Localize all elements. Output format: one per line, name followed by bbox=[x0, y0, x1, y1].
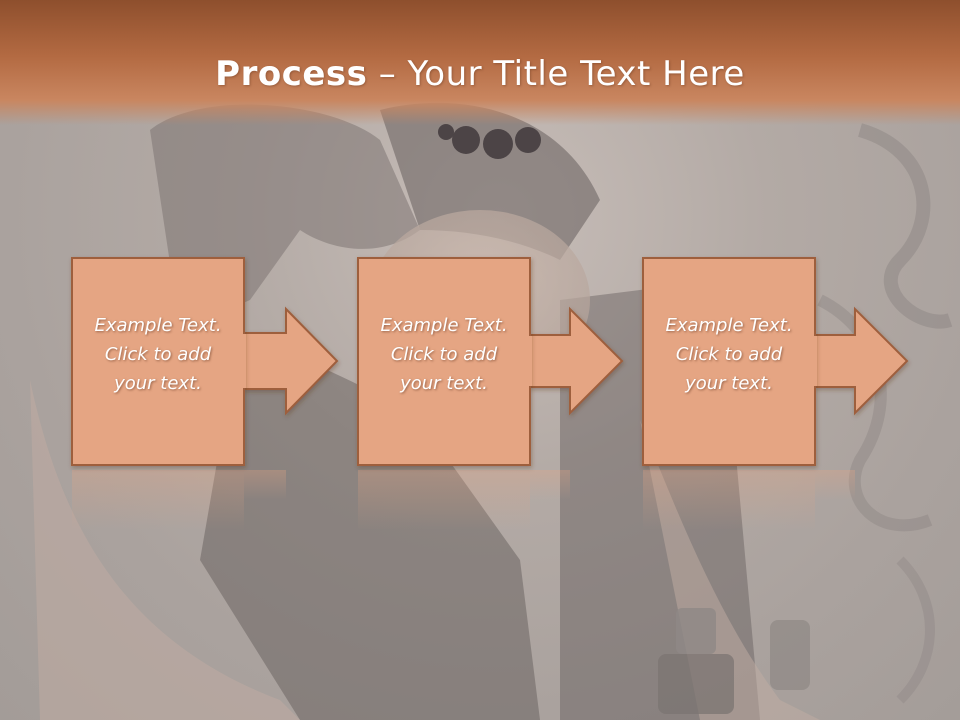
step-3-text[interactable]: Example Text. Click to add your text. bbox=[643, 311, 815, 398]
step-3-reflection bbox=[643, 470, 815, 530]
step-1-arrow bbox=[243, 306, 339, 416]
step-3-arrow bbox=[814, 306, 909, 416]
step-1-line-2: Click to add bbox=[104, 344, 212, 365]
step-3-line-3: your text. bbox=[685, 373, 773, 394]
title-bold: Process bbox=[215, 54, 368, 94]
step-1-arrow-reflection bbox=[244, 470, 286, 500]
step-2-line-2: Click to add bbox=[390, 344, 498, 365]
step-2-line-3: your text. bbox=[400, 373, 488, 394]
step-2-joint bbox=[528, 336, 532, 386]
step-1-line-1: Example Text. bbox=[94, 315, 222, 336]
step-3-line-1: Example Text. bbox=[665, 315, 793, 336]
step-1-text[interactable]: Example Text. Click to add your text. bbox=[72, 311, 244, 398]
step-2-text[interactable]: Example Text. Click to add your text. bbox=[358, 311, 530, 398]
title-bar bbox=[0, 0, 960, 125]
step-2-reflection bbox=[358, 470, 530, 530]
step-1-line-3: your text. bbox=[114, 373, 202, 394]
slide-title[interactable]: Process – Your Title Text Here bbox=[0, 52, 960, 96]
process-step-1[interactable] bbox=[71, 257, 339, 530]
step-3-joint bbox=[813, 336, 817, 386]
step-1-reflection bbox=[72, 470, 244, 530]
process-step-3[interactable] bbox=[642, 257, 909, 530]
title-rest: Your Title Text Here bbox=[407, 54, 745, 94]
step-2-box bbox=[357, 257, 531, 466]
step-2-line-1: Example Text. bbox=[380, 315, 508, 336]
process-step-2[interactable] bbox=[357, 257, 624, 530]
step-3-box bbox=[642, 257, 816, 466]
step-1-joint bbox=[242, 334, 246, 388]
step-1-box bbox=[71, 257, 245, 466]
step-3-line-2: Click to add bbox=[675, 344, 783, 365]
step-2-arrow bbox=[529, 306, 624, 416]
step-2-arrow-reflection bbox=[530, 470, 570, 500]
title-dash: – bbox=[367, 54, 408, 94]
step-3-arrow-reflection bbox=[815, 470, 855, 500]
